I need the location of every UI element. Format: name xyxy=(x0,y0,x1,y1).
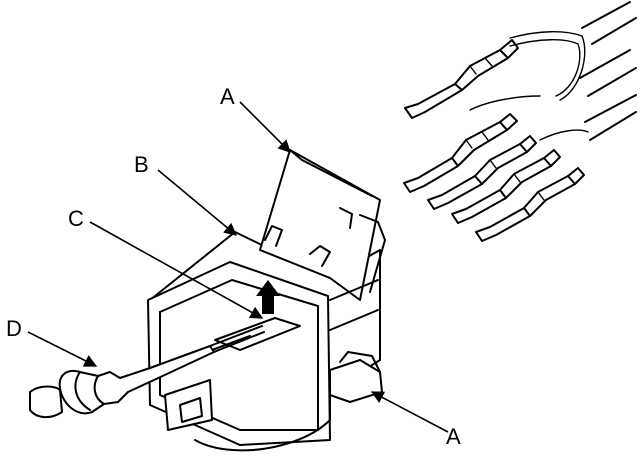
callout-label-c: C xyxy=(68,206,84,231)
terminal-tool xyxy=(29,325,265,418)
terminal-pins xyxy=(403,39,585,242)
callout-label-a-bottom: A xyxy=(446,424,461,449)
terminal-pin-3 xyxy=(427,135,537,210)
leader-a-top xyxy=(239,101,291,153)
terminal-pin-5 xyxy=(475,167,585,242)
callout-label-a-top: A xyxy=(220,84,235,109)
leader-b xyxy=(157,169,237,236)
terminal-pin-4 xyxy=(451,149,561,224)
terminal-pin-2 xyxy=(403,113,518,193)
callout-label-d: D xyxy=(6,316,22,341)
leader-c xyxy=(89,221,264,319)
leader-d xyxy=(27,331,98,367)
connector-housing xyxy=(147,149,386,452)
release-direction-arrow xyxy=(256,280,280,314)
leader-a-bottom xyxy=(370,391,449,433)
callout-leaders xyxy=(27,101,449,433)
terminal-pin-1 xyxy=(404,39,519,119)
wire-bundle xyxy=(469,1,637,141)
callout-label-b: B xyxy=(134,152,149,177)
